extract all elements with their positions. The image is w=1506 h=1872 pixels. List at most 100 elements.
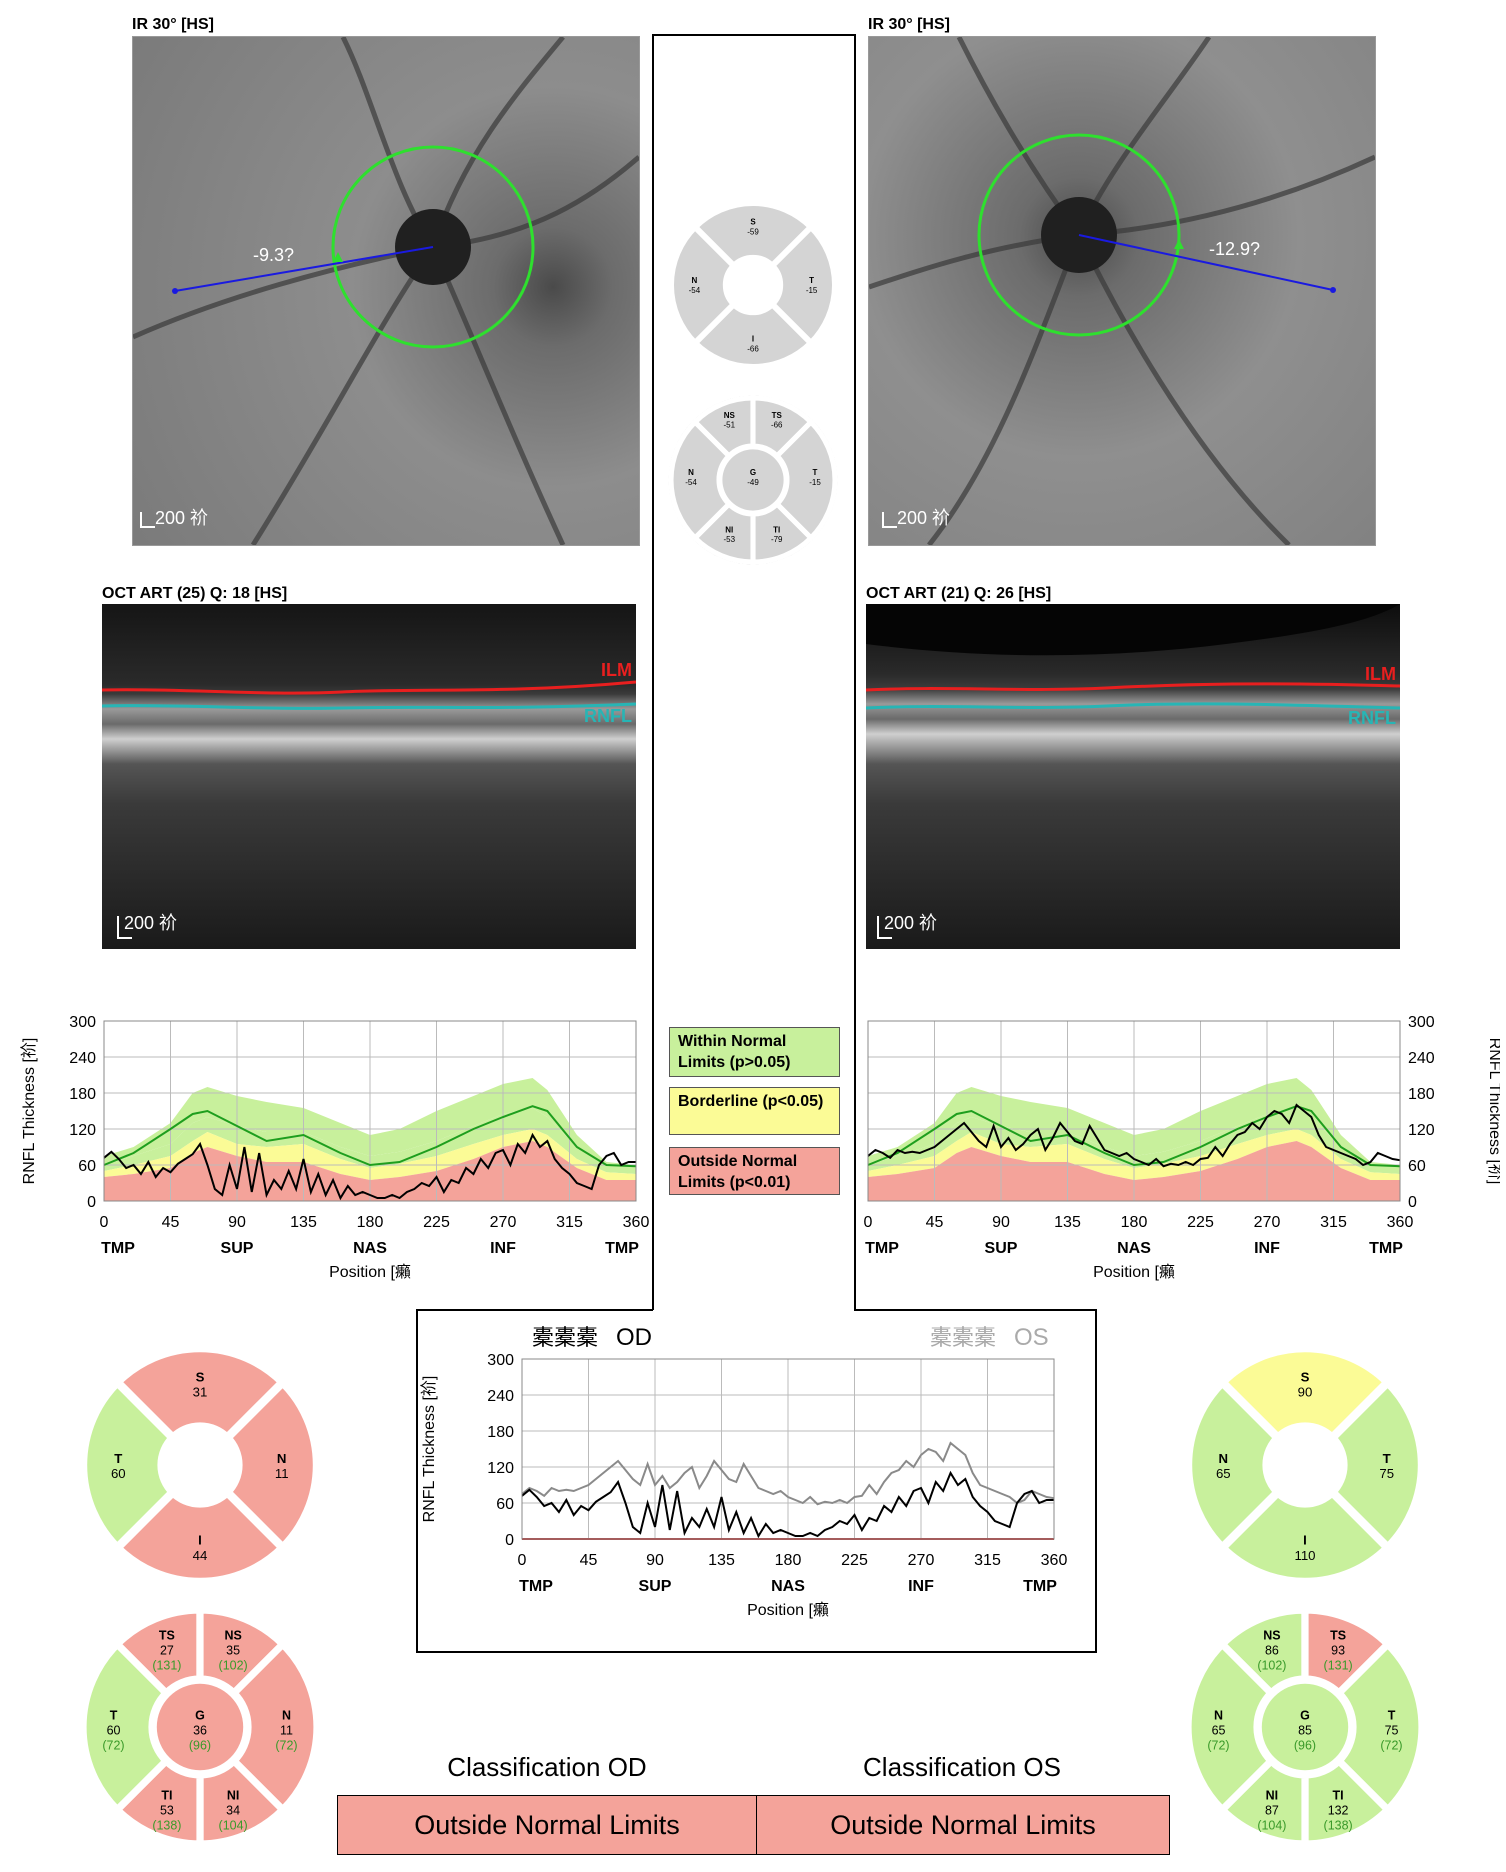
region-label: NAS (1117, 1240, 1151, 1257)
sector-value: 35 (226, 1644, 240, 1658)
sector-label: G (750, 468, 756, 477)
sector-normal: (138) (152, 1818, 181, 1832)
sector-t (1333, 1639, 1425, 1815)
x-axis-label: Position [癩 (329, 1263, 411, 1281)
x-tick-label: 270 (908, 1552, 935, 1569)
od-curve (521, 1470, 1054, 1539)
od-rnfl-label: RNFL (584, 706, 632, 726)
os-oct-image: ILM RNFL 200 祄 (866, 604, 1400, 949)
sector-value: 27 (160, 1644, 174, 1658)
sector-label: G (1300, 1709, 1310, 1723)
region-label: INF (908, 1578, 934, 1595)
sector-g (1261, 1683, 1349, 1771)
y-tick-label: 60 (78, 1158, 96, 1175)
y-tick-label: 180 (487, 1424, 514, 1441)
y-tick-label: 180 (1408, 1086, 1435, 1103)
od-legend-label: OD (616, 1324, 652, 1351)
od-fundus-image: -9.3? 200 祄 (132, 36, 640, 546)
os-legend-label: OS (1014, 1324, 1049, 1351)
od-oct-overlay (102, 680, 636, 939)
sector-normal: (72) (102, 1738, 124, 1752)
y-tick-label: 300 (69, 1015, 96, 1031)
sector-ni (1217, 1755, 1309, 1847)
sector-g (156, 1683, 244, 1771)
y-axis-label: RNFL Thickness [祄] (1486, 1038, 1500, 1185)
legend-borderline: Borderline (p<0.05) (669, 1087, 840, 1135)
sector-s (690, 200, 816, 270)
y-tick-label: 300 (487, 1352, 514, 1369)
x-tick-label: 360 (1041, 1552, 1068, 1569)
sector-label: TI (161, 1788, 172, 1802)
region-label: TMP (865, 1240, 899, 1257)
y-tick-label: 240 (1408, 1050, 1435, 1067)
os-ilm-label: ILM (1365, 664, 1396, 684)
x-tick-label: 360 (623, 1214, 650, 1231)
sector-value: 11 (275, 1466, 289, 1481)
region-label: SUP (639, 1578, 672, 1595)
sector-ni (196, 1755, 288, 1847)
sector-value: -15 (809, 478, 821, 487)
os-rnfl-label: RNFL (1348, 708, 1396, 728)
x-tick-label: 90 (646, 1552, 664, 1569)
sector-ti (750, 500, 815, 565)
sector-normal: (104) (219, 1818, 248, 1832)
sector-normal: (96) (189, 1738, 211, 1752)
sector-i (1216, 1486, 1394, 1585)
sector-label: G (195, 1709, 205, 1723)
x-tick-label: 225 (841, 1552, 868, 1569)
sector-value: 53 (160, 1803, 174, 1817)
sector-label: TS (1330, 1629, 1346, 1643)
x-tick-label: 360 (1387, 1214, 1414, 1231)
region-label: TMP (519, 1578, 553, 1595)
sector-label: N (688, 468, 694, 477)
os-sector-chart-6: NS86(102)TS93(131)T75(72)TI132(138)NI87(… (1185, 1607, 1425, 1847)
os-classification-title: Classification OS (863, 1752, 1061, 1782)
sector-label: TS (772, 411, 783, 420)
os-angle-label: -12.9? (1209, 239, 1261, 259)
sector-label: S (196, 1369, 205, 1384)
sector-label: N (1219, 1451, 1229, 1466)
sector-label: NI (1266, 1788, 1278, 1802)
sector-ts (1301, 1607, 1393, 1699)
sector-label: TI (1333, 1788, 1344, 1802)
sector-value: -59 (747, 227, 759, 236)
od-oct-scale-label: 200 祄 (124, 913, 178, 933)
sector-value: 93 (1331, 1644, 1345, 1658)
sector-n (1185, 1639, 1277, 1815)
sector-label: S (1301, 1369, 1310, 1384)
sector-label: NS (724, 411, 736, 420)
sector-label: N (277, 1451, 287, 1466)
os-curve (521, 1441, 1055, 1506)
sector-s (1216, 1345, 1394, 1444)
sector-t (773, 418, 838, 542)
od-angle-label: -9.3? (253, 245, 295, 265)
od-classification-value: Outside Normal Limits (337, 1795, 757, 1855)
sector-t (80, 1376, 179, 1554)
mean-curve (867, 1105, 1401, 1168)
sector-value: -79 (771, 535, 783, 544)
y-tick-label: 240 (69, 1050, 96, 1067)
od-sector-chart-6: TS27(131)NS35(102)N11(72)NI34(104)TI53(1… (80, 1607, 320, 1847)
plot-frame (103, 1020, 637, 1202)
sector-label: N (282, 1709, 291, 1723)
sector-s (111, 1345, 289, 1444)
sector-value: -66 (771, 421, 783, 430)
x-axis-label: Position [癩 (747, 1601, 829, 1619)
sector-normal: (96) (1294, 1738, 1316, 1752)
sector-label: NI (227, 1788, 239, 1802)
region-label: TMP (101, 1240, 135, 1257)
sector-ni (691, 500, 756, 565)
y-tick-label: 0 (87, 1194, 96, 1211)
x-tick-label: 180 (775, 1552, 802, 1569)
sector-label: I (1303, 1533, 1307, 1548)
region-label: TMP (1369, 1240, 1403, 1257)
x-tick-label: 315 (974, 1552, 1001, 1569)
od-oct-label: OCT ART (25) Q: 18 [HS] (102, 585, 288, 602)
x-tick-label: 90 (228, 1214, 246, 1231)
region-label: SUP (985, 1240, 1018, 1257)
sector-value: 60 (111, 1466, 126, 1481)
mean-curve (103, 1105, 637, 1168)
sector-value: 60 (107, 1723, 121, 1737)
sector-label: TI (773, 525, 780, 534)
